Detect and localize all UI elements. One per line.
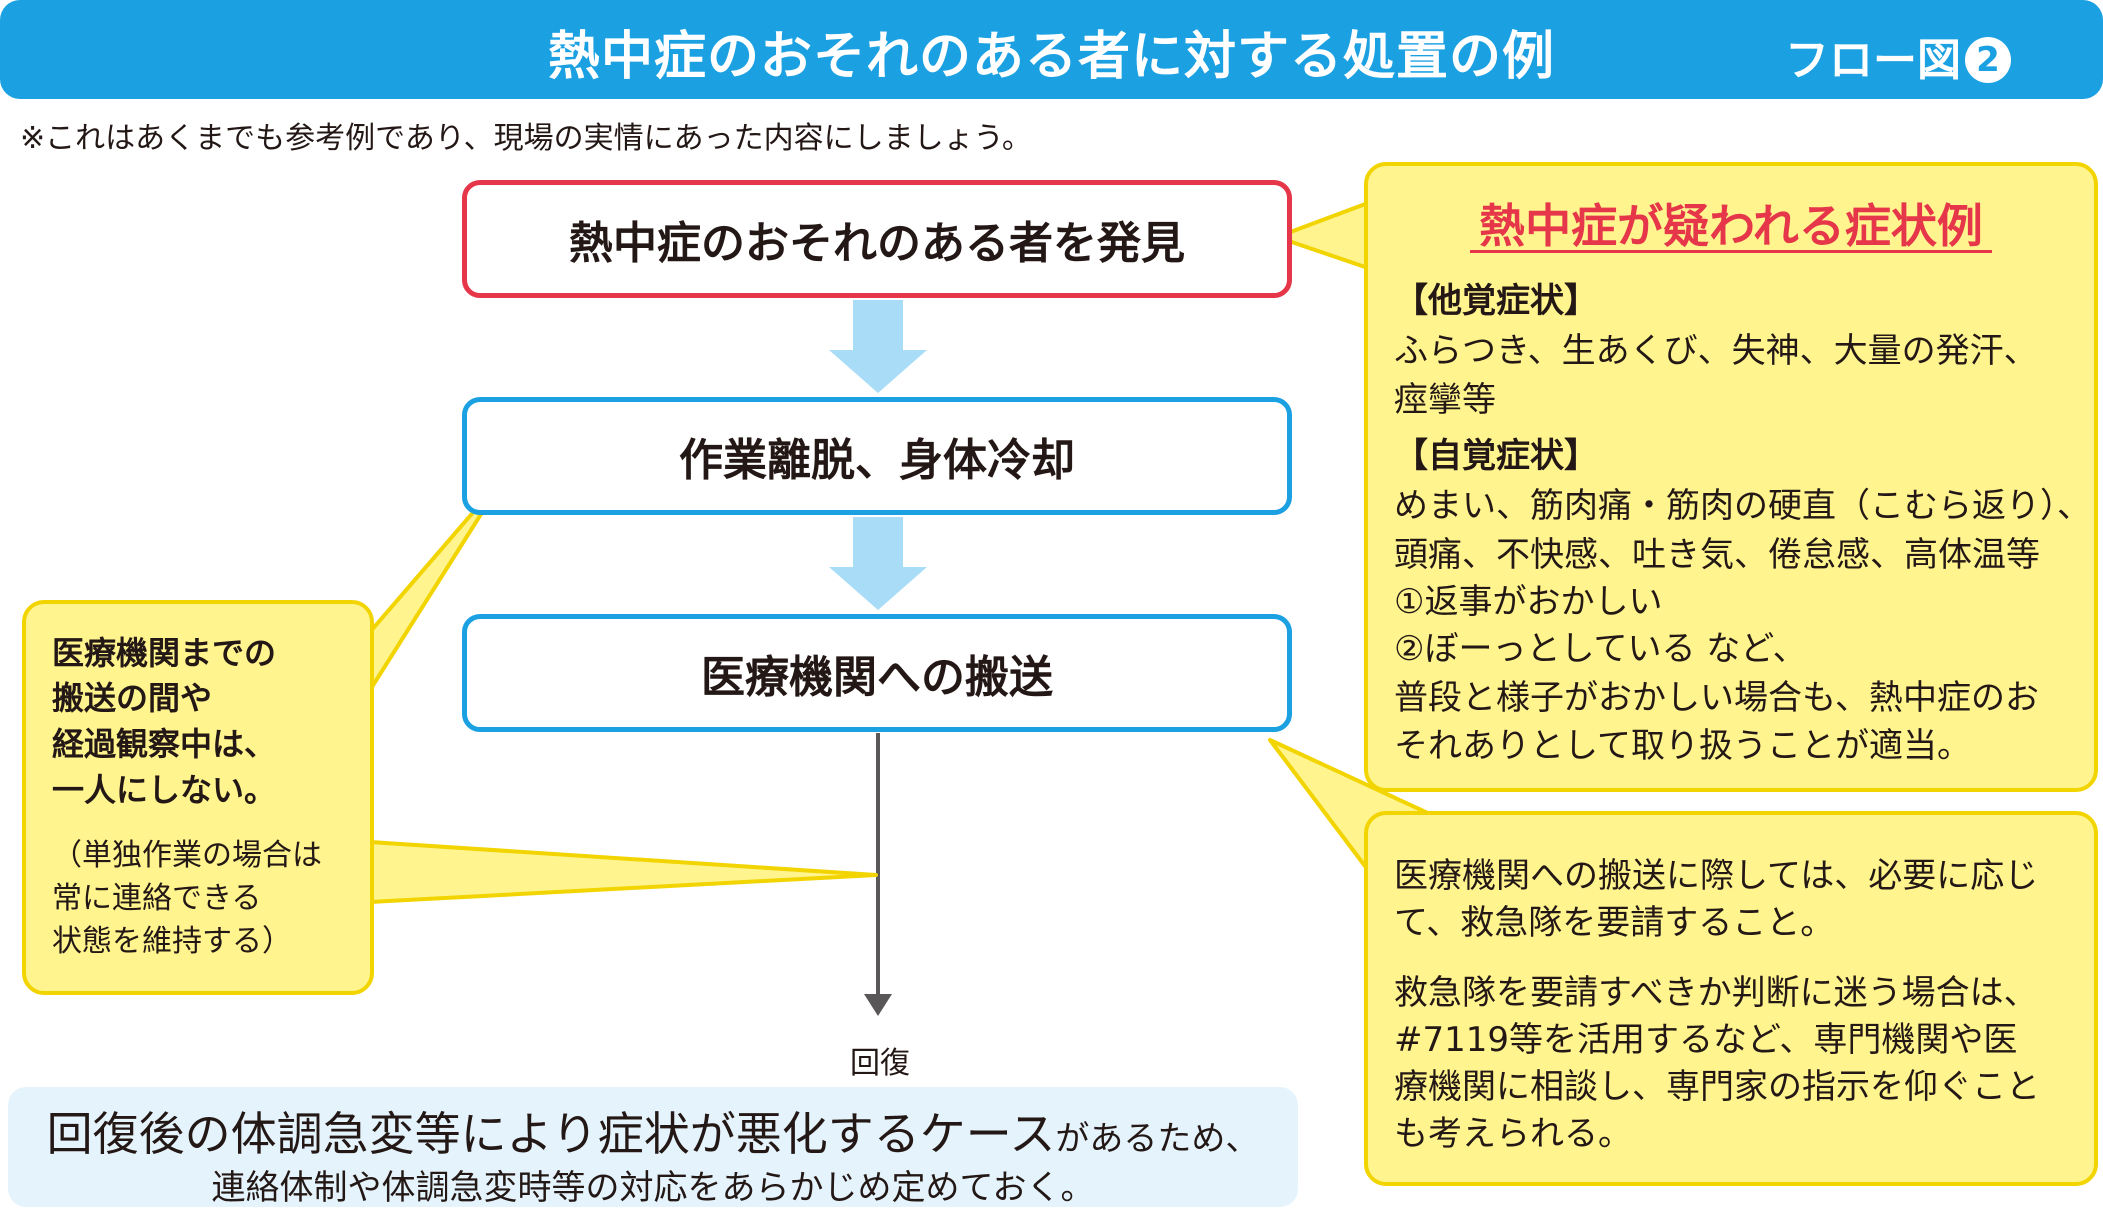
ems-callout bbox=[1364, 811, 2098, 1186]
flow-step-discover-label: 熱中症のおそれのある者を発見 bbox=[569, 218, 1185, 269]
ems-callout-line: 療機関に相談し、専門家の指示を仰ぐこと bbox=[1394, 1067, 2040, 1107]
monitoring-callout-line: 経過観察中は、 bbox=[52, 725, 277, 763]
arrow-to-recovery-head bbox=[864, 994, 892, 1016]
monitoring-callout-note: 常に連絡できる bbox=[52, 881, 262, 916]
ems-callout-line: #7119等を活用するなど、専門機関や医 bbox=[1394, 1020, 2018, 1060]
symptoms-title: 熱中症が疑われる症状例 bbox=[1479, 199, 1983, 253]
bottom-banner-suffix: があるため、 bbox=[1055, 1119, 1260, 1159]
objective-symptoms-line: 痙攣等 bbox=[1394, 380, 1496, 420]
objective-symptoms-line: ふらつき、生あくび、失神、大量の発汗、 bbox=[1394, 331, 2038, 371]
flow-step-transport-label: 医療機関への搬送 bbox=[701, 652, 1053, 703]
monitoring-callout-note: 状態を維持する） bbox=[52, 924, 292, 959]
monitoring-callout-note: （単独作業の場合は bbox=[52, 838, 322, 873]
bottom-banner-line1: 回復後の体調急変等により症状が悪化するケースがあるため、 bbox=[8, 1098, 1298, 1164]
flow-step-transport: 医療機関への搬送 bbox=[462, 614, 1292, 732]
bottom-banner bbox=[8, 1087, 1298, 1207]
symptoms-title-underline bbox=[1470, 250, 1992, 253]
monitoring-callout-line: 搬送の間や bbox=[52, 679, 213, 717]
ems-callout-line: て、救急隊を要請すること。 bbox=[1394, 903, 1835, 943]
bottom-banner-emphasis: 回復後の体調急変等により症状が悪化するケース bbox=[46, 1107, 1056, 1161]
symptoms-callout bbox=[1364, 162, 2098, 792]
subjective-symptoms-line: 普段と様子がおかしい場合も、熱中症のお bbox=[1394, 678, 2039, 718]
flow-number-badge: 2 bbox=[1965, 37, 2011, 83]
left-callout-pointer-line bbox=[368, 840, 878, 904]
subjective-symptoms-line: 頭痛、不快感、吐き気、倦怠感、高体温等 bbox=[1394, 535, 2040, 575]
flow-step-cool-label: 作業離脱、身体冷却 bbox=[679, 435, 1075, 486]
ems-callout-line: も考えられる。 bbox=[1394, 1114, 1632, 1154]
monitoring-callout-line: 医療機関までの bbox=[52, 634, 277, 672]
page-title: 熱中症のおそれのある者に対する処置の例 bbox=[547, 27, 1555, 87]
objective-symptoms-heading: 【他覚症状】 bbox=[1394, 281, 1598, 321]
subjective-symptoms-heading: 【自覚症状】 bbox=[1394, 436, 1598, 476]
reference-note: ※これはあくまでも参考例であり、現場の実情にあった内容にしましょう。 bbox=[20, 121, 1032, 156]
bottom-banner-line2: 連絡体制や体調急変時等の対応をあらかじめ定めておく。 bbox=[211, 1168, 1095, 1208]
arrow-step1-to-step2 bbox=[829, 300, 927, 393]
header-bar bbox=[0, 0, 2103, 99]
monitoring-callout-line: 一人にしない。 bbox=[52, 771, 277, 809]
subjective-symptoms-line: ②ぼーっとしている など、 bbox=[1394, 629, 1807, 669]
subjective-symptoms-line: めまい、筋肉痛・筋肉の硬直（こむら返り）、 bbox=[1394, 486, 2091, 526]
flow-step-cool: 作業離脱、身体冷却 bbox=[462, 397, 1292, 515]
ems-callout-line: 救急隊を要請すべきか判断に迷う場合は、 bbox=[1394, 973, 2038, 1013]
subjective-symptoms-line: それありとして取り扱うことが適当。 bbox=[1394, 726, 1971, 766]
arrow-step2-to-step3 bbox=[829, 517, 927, 610]
subjective-symptoms-line: ①返事がおかしい bbox=[1394, 582, 1663, 622]
flow-step-discover: 熱中症のおそれのある者を発見 bbox=[462, 180, 1292, 298]
ems-callout-line: 医療機関への搬送に際しては、必要に応じ bbox=[1394, 856, 2039, 896]
monitoring-callout bbox=[22, 600, 374, 995]
recovery-label: 回復 bbox=[850, 1046, 910, 1081]
flow-label-text: フロー図 bbox=[1785, 35, 1961, 86]
